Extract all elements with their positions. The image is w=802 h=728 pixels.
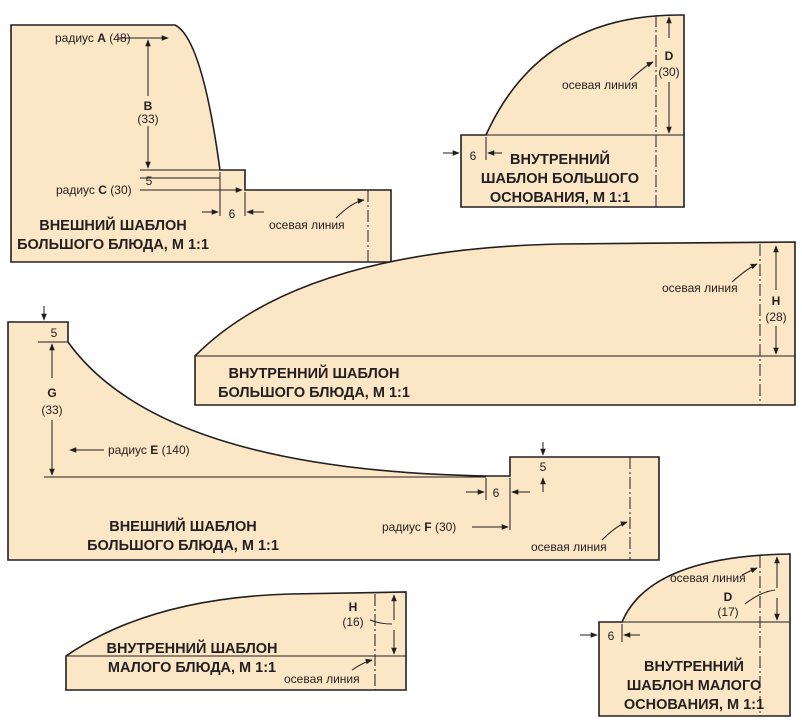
dim-five: 5 <box>146 174 153 188</box>
inner-template-large: H (28) осевая линия ВНУТРЕННИЙ ШАБЛОН БО… <box>194 241 796 406</box>
dim-d-letter: D <box>724 590 733 604</box>
radius-e-label: радиус E (140) <box>108 443 190 457</box>
axis-leader <box>731 263 758 283</box>
axis-leader <box>741 567 758 576</box>
template-title-line1: ВНУТРЕННИЙ <box>510 150 610 168</box>
template-title-line2: БОЛЬШОГО БЛЮДА, М 1:1 <box>218 385 410 401</box>
dim-d-value: (30) <box>658 65 679 79</box>
radius-c-label: радиус C (30) <box>56 183 132 197</box>
axis-line-label: осевая линия <box>531 540 607 554</box>
template-title-line1: ВНУТРЕННИЙ <box>644 657 744 675</box>
dim-five-right: 5 <box>540 460 547 474</box>
axis-leader <box>351 658 373 671</box>
inner-base-large-shape <box>460 14 685 208</box>
radius-f-label: радиус F (30) <box>382 520 456 534</box>
template-title-line1: ВНЕШНИЙ ШАБЛОН <box>39 216 187 234</box>
outer-large-top-shape <box>10 24 392 263</box>
template-title-line2: БОЛЬШОГО БЛЮДА, М 1:1 <box>87 538 279 554</box>
radius-a-label: радиус A (48) <box>55 31 131 45</box>
axis-line-label: осевая линия <box>662 281 738 295</box>
inner-small-shape <box>65 591 407 691</box>
axis-leader <box>335 198 365 219</box>
outer-template-large-top: радиус A (48) B (33) радиус C (30) 5 6 о… <box>10 24 392 263</box>
inner-template-base-small: D (17) осевая линия 6 ВНУТРЕННИЙ ШАБЛОН … <box>580 553 791 717</box>
dim-h-letter: H <box>349 600 358 614</box>
dim-six: 6 <box>493 486 500 500</box>
template-title-line2: МАЛОГО БЛЮДА, М 1:1 <box>108 660 276 676</box>
axis-leader <box>629 61 654 81</box>
d-leader <box>744 589 776 605</box>
template-title-line3: ОСНОВАНИЯ, М 1:1 <box>490 190 630 206</box>
dim-g-letter: G <box>47 386 56 400</box>
h-leader <box>369 619 393 625</box>
template-title-line1: ВНЕШНИЙ ШАБЛОН <box>109 517 257 535</box>
outer-large-bottom-shape <box>7 321 660 561</box>
axis-line-label: осевая линия <box>670 571 746 585</box>
inner-template-small: H (16) осевая линия ВНУТРЕННИЙ ШАБЛОН МА… <box>65 591 407 691</box>
template-title-line1: ВНУТРЕННИЙ ШАБЛОН <box>106 639 277 657</box>
dim-g-value: (33) <box>41 403 62 417</box>
dim-d-letter: D <box>665 49 674 63</box>
dim-five-top: 5 <box>51 326 58 340</box>
dim-h-letter: H <box>772 294 781 308</box>
dim-six: 6 <box>229 207 236 221</box>
dim-d-value: (17) <box>717 605 738 619</box>
inner-large-shape <box>194 241 796 406</box>
axis-line-label: осевая линия <box>562 78 638 92</box>
axis-line-label: осевая линия <box>284 672 360 686</box>
dim-b-letter: B <box>144 99 153 113</box>
inner-base-small-shape <box>598 553 791 717</box>
template-title-line1: ВНУТРЕННИЙ ШАБЛОН <box>228 364 399 382</box>
dim-b-value: (33) <box>137 112 158 126</box>
axis-line-label: осевая линия <box>269 218 345 232</box>
template-title-line2: ШАБЛОН МАЛОГО <box>627 678 762 694</box>
dim-six: 6 <box>608 629 615 643</box>
template-title-line3: ОСНОВАНИЯ, М 1:1 <box>624 697 764 713</box>
dim-six: 6 <box>470 149 477 163</box>
outer-template-large-bottom: 5 G (33) радиус E (140) 5 6 радиус F (30… <box>7 306 660 561</box>
dim-h-value: (16) <box>342 615 363 629</box>
inner-template-base-large: D (30) осевая линия 6 ВНУТРЕННИЙ ШАБЛОН … <box>443 14 685 208</box>
dim-h-value: (28) <box>765 310 786 324</box>
template-title-line2: БОЛЬШОГО БЛЮДА, М 1:1 <box>17 237 209 253</box>
template-title-line2: ШАБЛОН БОЛЬШОГО <box>481 171 639 187</box>
axis-leader <box>601 521 628 541</box>
